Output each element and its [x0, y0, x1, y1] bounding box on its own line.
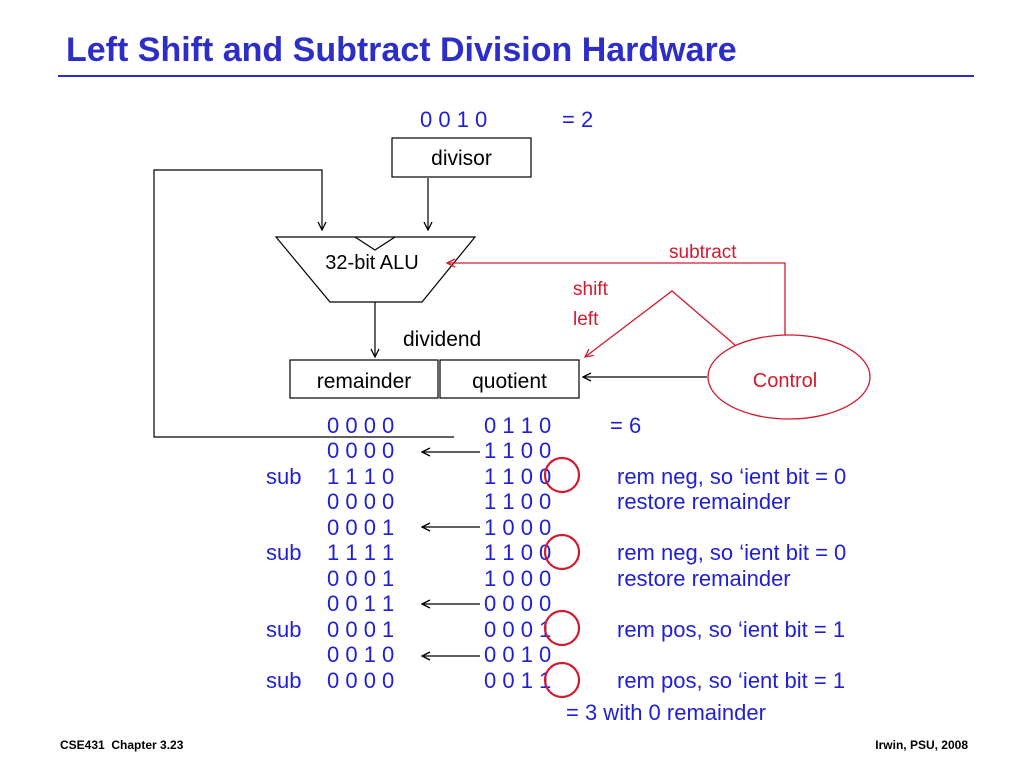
trace-remainder: 0 0 1 1 — [327, 591, 394, 616]
trace-remainder: 0 0 0 0 — [327, 438, 394, 463]
alu-shape — [274, 236, 477, 303]
trace-quotient: 1 1 0 0 — [484, 540, 551, 565]
trace-remainder: 0 0 0 0 — [327, 668, 394, 693]
trace-remainder: 0 0 0 1 — [327, 617, 394, 642]
slide-title: Left Shift and Subtract Division Hardwar… — [66, 31, 737, 69]
subtract-signal — [447, 263, 786, 335]
quotient-bit-circle-4 — [543, 661, 581, 699]
trace-note: restore remainder — [617, 489, 791, 514]
trace-quotient: 0 0 1 0 — [484, 642, 551, 667]
trace-note: rem neg, so ‘ient bit = 0 — [617, 540, 846, 565]
trace-quotient: 0 1 1 0 — [484, 413, 551, 438]
shift-left-signal — [585, 290, 736, 357]
trace-remainder: 0 0 0 1 — [327, 515, 394, 540]
alu-label: 32-bit ALU — [325, 252, 418, 274]
control-label: Control — [753, 370, 817, 392]
trace-quotient: 1 0 0 0 — [484, 566, 551, 591]
shift-label: shift — [573, 279, 609, 300]
divisor-register — [391, 137, 532, 178]
quotient-bit-circle-2 — [543, 533, 581, 571]
trace-quotient: 1 1 0 0 — [484, 464, 551, 489]
trace-note: restore remainder — [617, 566, 791, 591]
left-label: left — [573, 309, 599, 330]
subtract-label: subtract — [669, 242, 737, 263]
quotient-bit-circle-3 — [543, 609, 581, 647]
divisor-value: 0 0 1 0 — [420, 107, 487, 132]
trace-remainder: 0 0 0 1 — [327, 566, 394, 591]
trace-remainder: 0 0 0 0 — [327, 413, 394, 438]
trace-op: sub — [266, 540, 301, 565]
trace-quotient: 1 1 0 0 — [484, 438, 551, 463]
trace-op: sub — [266, 668, 301, 693]
trace-op: sub — [266, 464, 301, 489]
trace-note: rem pos, so ‘ient bit = 1 — [617, 668, 845, 693]
control-unit — [707, 334, 871, 420]
trace-quotient: 0 0 0 0 — [484, 591, 551, 616]
divisor-label: divisor — [431, 147, 492, 170]
trace-remainder: 0 0 0 0 — [327, 489, 394, 514]
remainder-label: remainder — [317, 370, 412, 393]
result-text: = 3 with 0 remainder — [566, 700, 766, 725]
trace-note: rem neg, so ‘ient bit = 0 — [617, 464, 846, 489]
remainder-register — [289, 359, 439, 399]
quotient-label: quotient — [472, 370, 547, 393]
title-underline — [58, 75, 974, 77]
trace-remainder: 1 1 1 0 — [327, 464, 394, 489]
trace-quotient: 0 0 1 1 — [484, 668, 551, 693]
quotient-bit-circle-1 — [543, 456, 581, 494]
trace-note: rem pos, so ‘ient bit = 1 — [617, 617, 845, 642]
quotient-bit-highlights — [543, 456, 581, 699]
trace-op: sub — [266, 617, 301, 642]
trace-remainder: 1 1 1 1 — [327, 540, 394, 565]
division-trace: 0 0 0 0 0 1 1 0 0 0 0 0 1 1 0 0 sub 1 1 1 0 1 … — [266, 413, 846, 693]
trace-quotient: 1 1 0 0 — [484, 489, 551, 514]
divisor-decimal: = 2 — [562, 107, 593, 132]
trace-remainder: 0 0 1 0 — [327, 642, 394, 667]
footer-course: CSE431 Chapter 3.23 — [60, 738, 184, 752]
shift-arrows — [422, 452, 480, 656]
trace-quotient: 1 0 0 0 — [484, 515, 551, 540]
dividend-decimal: = 6 — [610, 413, 641, 438]
alu-notch — [354, 236, 396, 251]
trace-quotient: 0 0 0 1 — [484, 617, 551, 642]
footer-author: Irwin, PSU, 2008 — [875, 738, 968, 752]
dividend-label: dividend — [403, 328, 481, 351]
remainder-feedback-arrow — [153, 169, 454, 438]
quotient-register — [439, 359, 580, 399]
